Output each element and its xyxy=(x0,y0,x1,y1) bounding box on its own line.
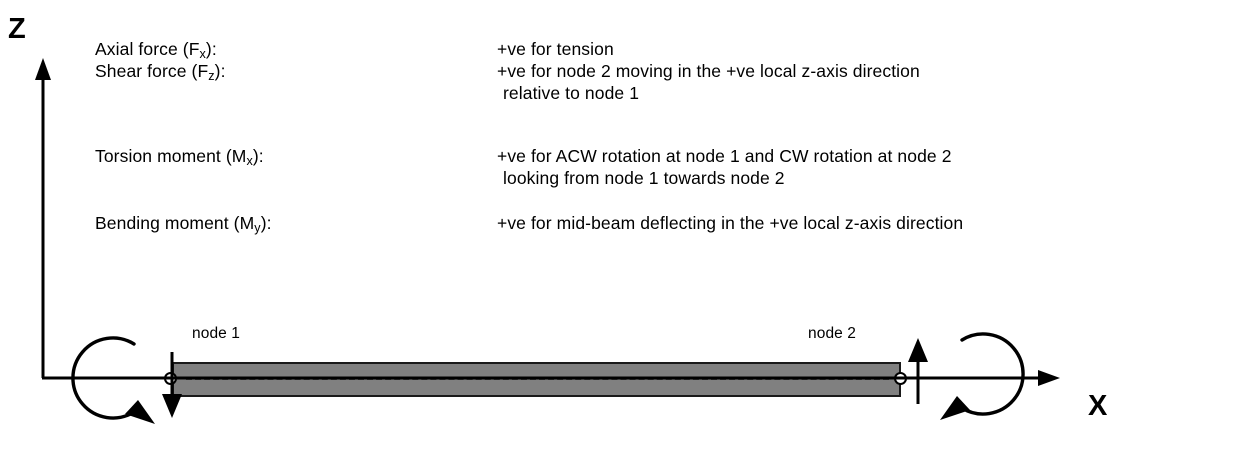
convention-value-axial-force-line-1: +ve for tension xyxy=(497,39,614,59)
moment-arrow-node-1 xyxy=(71,336,155,424)
z-axis-label: Z xyxy=(8,13,26,45)
shear-force-suffix: ): xyxy=(214,61,226,81)
bending-moment-name: Bending moment (M xyxy=(95,213,255,233)
torsion-moment-name: Torsion moment (M xyxy=(95,146,247,166)
convention-label-shear-force: Shear force (Fz): xyxy=(95,61,226,83)
shear-arrow-node-2 xyxy=(908,338,928,404)
axial-force-subscript: x xyxy=(199,46,206,61)
shear-force-subscript: z xyxy=(208,68,215,83)
moment-arrow-node-1-head xyxy=(125,400,155,424)
convention-value-shear-force-line-2: relative to node 1 xyxy=(503,83,640,103)
shear-force-name: Shear force (F xyxy=(95,61,209,81)
convention-value-torsion-moment-line-1: +ve for ACW rotation at node 1 and CW ro… xyxy=(497,146,952,166)
moment-arrow-node-2 xyxy=(940,332,1025,420)
node-1-marker xyxy=(164,372,177,385)
shear-arrow-node-1-head xyxy=(162,394,182,418)
z-axis-arrowhead xyxy=(35,58,51,80)
bending-moment-suffix: ): xyxy=(260,213,272,233)
node-1-label: node 1 xyxy=(192,325,241,342)
shear-arrow-node-2-head xyxy=(908,338,928,362)
torsion-moment-suffix: ): xyxy=(252,146,264,166)
bending-moment-subscript: y xyxy=(254,220,261,235)
node-2-marker xyxy=(894,372,907,385)
convention-label-bending-moment: Bending moment (My): xyxy=(95,213,272,235)
convention-value-shear-force-line-1: +ve for node 2 moving in the +ve local z… xyxy=(497,61,920,81)
axial-force-suffix: ): xyxy=(205,39,217,59)
axial-force-name: Axial force (F xyxy=(95,39,200,59)
x-axis-arrowhead xyxy=(1038,370,1060,386)
convention-value-torsion-moment-line-2: looking from node 1 towards node 2 xyxy=(503,168,785,188)
x-axis-label: X xyxy=(1088,390,1108,422)
beam-centerline xyxy=(186,377,889,380)
convention-label-torsion-moment: Torsion moment (Mx): xyxy=(95,146,264,168)
convention-value-bending-moment-line-1: +ve for mid-beam deflecting in the +ve l… xyxy=(497,213,964,233)
z-axis xyxy=(35,58,51,378)
node-2-label: node 2 xyxy=(808,325,857,342)
convention-label-axial-force: Axial force (Fx): xyxy=(95,39,217,61)
moment-arrow-node-2-head xyxy=(940,396,970,420)
torsion-moment-subscript: x xyxy=(246,153,253,168)
